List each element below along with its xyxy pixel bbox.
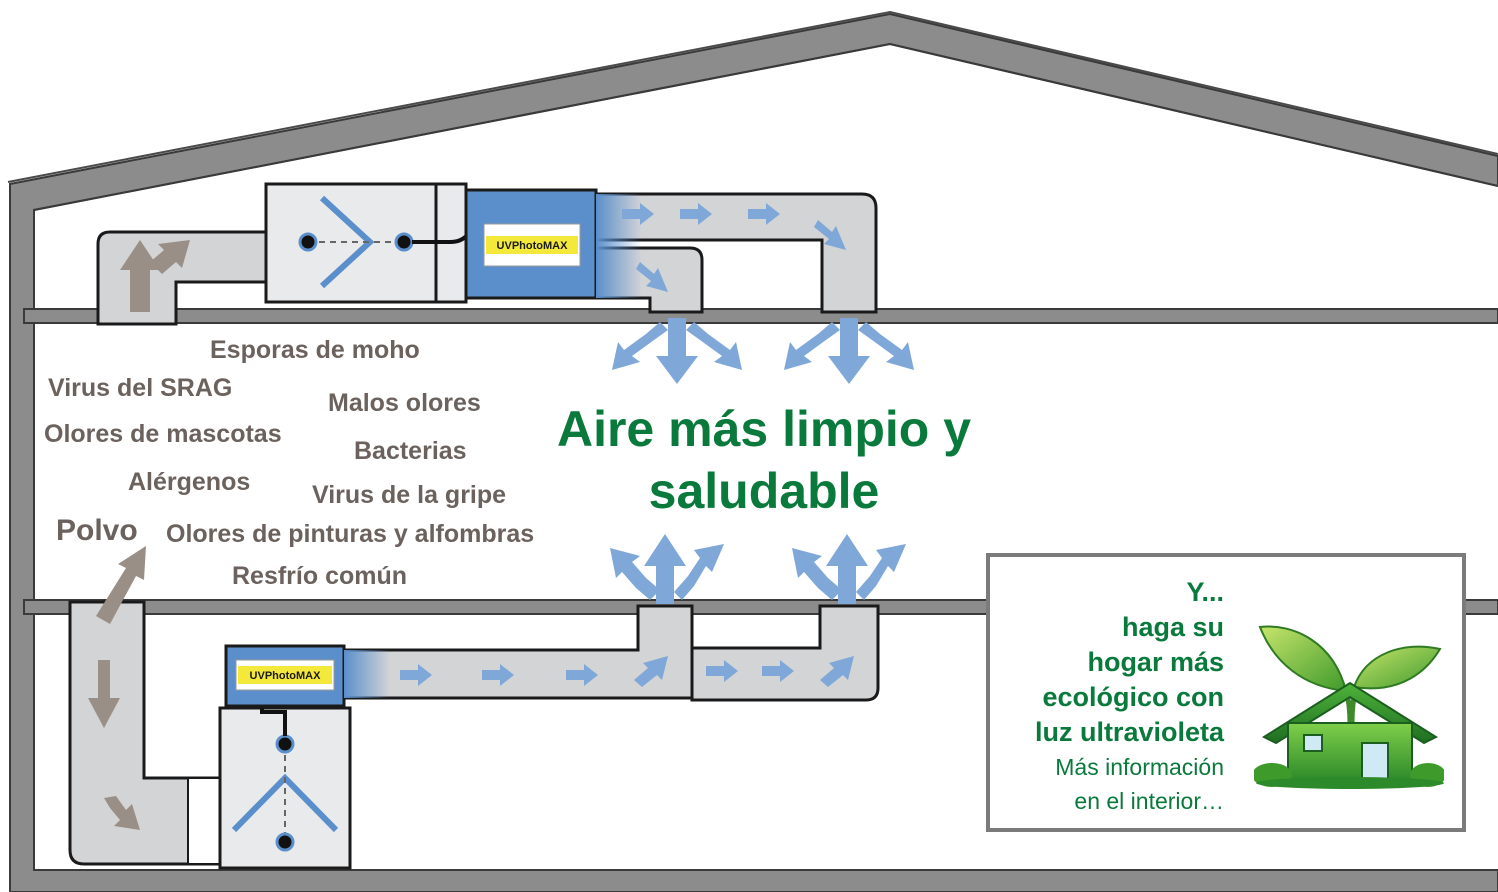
eco-line-3: hogar más bbox=[1087, 647, 1224, 677]
flow-arrow bbox=[612, 322, 668, 370]
return-arrow bbox=[104, 796, 140, 830]
label-malos-olores: Malos olores bbox=[328, 389, 481, 417]
flow-arrow bbox=[610, 548, 660, 600]
eco-info-text: Y... haga su hogar más ecológico con luz… bbox=[984, 575, 1224, 818]
attic-uv-label: UVPhotoMAX bbox=[497, 240, 569, 252]
basement-node-top bbox=[275, 734, 295, 754]
basement-uv-label: UVPhotoMAX bbox=[250, 670, 322, 682]
flow-arrow bbox=[784, 322, 840, 370]
flow-arrow bbox=[762, 660, 794, 682]
label-bacterias: Bacterias bbox=[354, 437, 467, 465]
return-arrow bbox=[120, 240, 160, 312]
return-arrow bbox=[88, 660, 120, 728]
flow-arrow bbox=[792, 548, 842, 600]
flow-arrow bbox=[634, 656, 668, 687]
headline-line-1: Aire más limpio y bbox=[557, 401, 971, 457]
basement-supply-duct-long bbox=[690, 604, 880, 702]
label-olores-pinturas: Olores de pinturas y alfombras bbox=[166, 520, 534, 548]
eco-line-4: ecológico con bbox=[1042, 682, 1224, 712]
label-polvo: Polvo bbox=[56, 514, 138, 547]
leaf-left bbox=[1258, 625, 1348, 693]
house-roof-outer bbox=[7, 10, 1498, 183]
eco-line-1: Y... bbox=[1186, 577, 1224, 607]
label-resfrio-comun: Resfrío común bbox=[232, 562, 407, 590]
basement-uv-glow bbox=[344, 650, 390, 698]
window bbox=[1303, 734, 1323, 752]
label-virus-srag: Virus del SRAG bbox=[48, 374, 232, 402]
flow-arrow bbox=[636, 262, 668, 292]
attic-node-left bbox=[298, 232, 318, 252]
attic-uv-label-band bbox=[486, 236, 578, 254]
attic-node-right bbox=[394, 232, 414, 252]
flow-arrow bbox=[826, 534, 868, 604]
flow-arrow bbox=[856, 544, 906, 600]
eco-line-5: luz ultravioleta bbox=[1034, 717, 1224, 747]
flow-arrow bbox=[820, 656, 854, 687]
house-leaf-icon bbox=[1254, 625, 1444, 789]
label-esporas-de-moho: Esporas de moho bbox=[210, 336, 420, 364]
flow-arrow bbox=[566, 664, 598, 686]
flow-arrow bbox=[674, 544, 724, 600]
roof bbox=[1261, 681, 1439, 745]
return-arrow bbox=[150, 240, 190, 274]
more-info-line-2: en el interior… bbox=[1074, 788, 1224, 814]
attic-flow-arrows bbox=[622, 203, 846, 292]
flow-arrow bbox=[482, 664, 514, 686]
basement-uv-label-band bbox=[238, 666, 332, 684]
leaf-right bbox=[1352, 645, 1442, 690]
flow-arrow bbox=[748, 203, 780, 225]
flow-arrow bbox=[680, 203, 712, 225]
return-air-arrows bbox=[88, 240, 190, 830]
attic-supply-duct-long bbox=[594, 192, 878, 314]
ground bbox=[1256, 777, 1444, 789]
flow-arrow bbox=[858, 322, 914, 370]
flow-arrow bbox=[828, 318, 870, 384]
basement-flow-arrows bbox=[400, 656, 854, 687]
supply-arrows-upper bbox=[612, 318, 914, 384]
label-virus-gripe: Virus de la gripe bbox=[312, 481, 506, 509]
flow-arrow bbox=[706, 660, 738, 682]
flow-arrow bbox=[686, 322, 742, 370]
eco-info-box: Y... haga su hogar más ecológico con luz… bbox=[986, 553, 1466, 832]
flow-arrow bbox=[622, 203, 654, 225]
upper-floor-slab bbox=[23, 308, 1498, 324]
return-arrow bbox=[96, 546, 146, 624]
label-alergenos: Alérgenos bbox=[128, 468, 250, 496]
attic-coil-chevron bbox=[319, 195, 375, 289]
label-olores-de-mascotas: Olores de mascotas bbox=[44, 420, 282, 448]
door bbox=[1361, 742, 1389, 782]
flow-arrow bbox=[656, 318, 698, 384]
house-roof-inner-line bbox=[33, 42, 1498, 211]
flow-arrow bbox=[400, 664, 432, 686]
eco-line-2: haga su bbox=[1121, 612, 1224, 642]
basement-node-bottom bbox=[275, 832, 295, 852]
flow-arrow bbox=[814, 220, 846, 250]
basement-filter-panel bbox=[187, 777, 223, 865]
more-info-line-1: Más información bbox=[1055, 754, 1224, 780]
headline-line-2: saludable bbox=[649, 463, 880, 519]
supply-arrows-lower bbox=[610, 534, 906, 604]
flow-arrow bbox=[644, 534, 686, 604]
